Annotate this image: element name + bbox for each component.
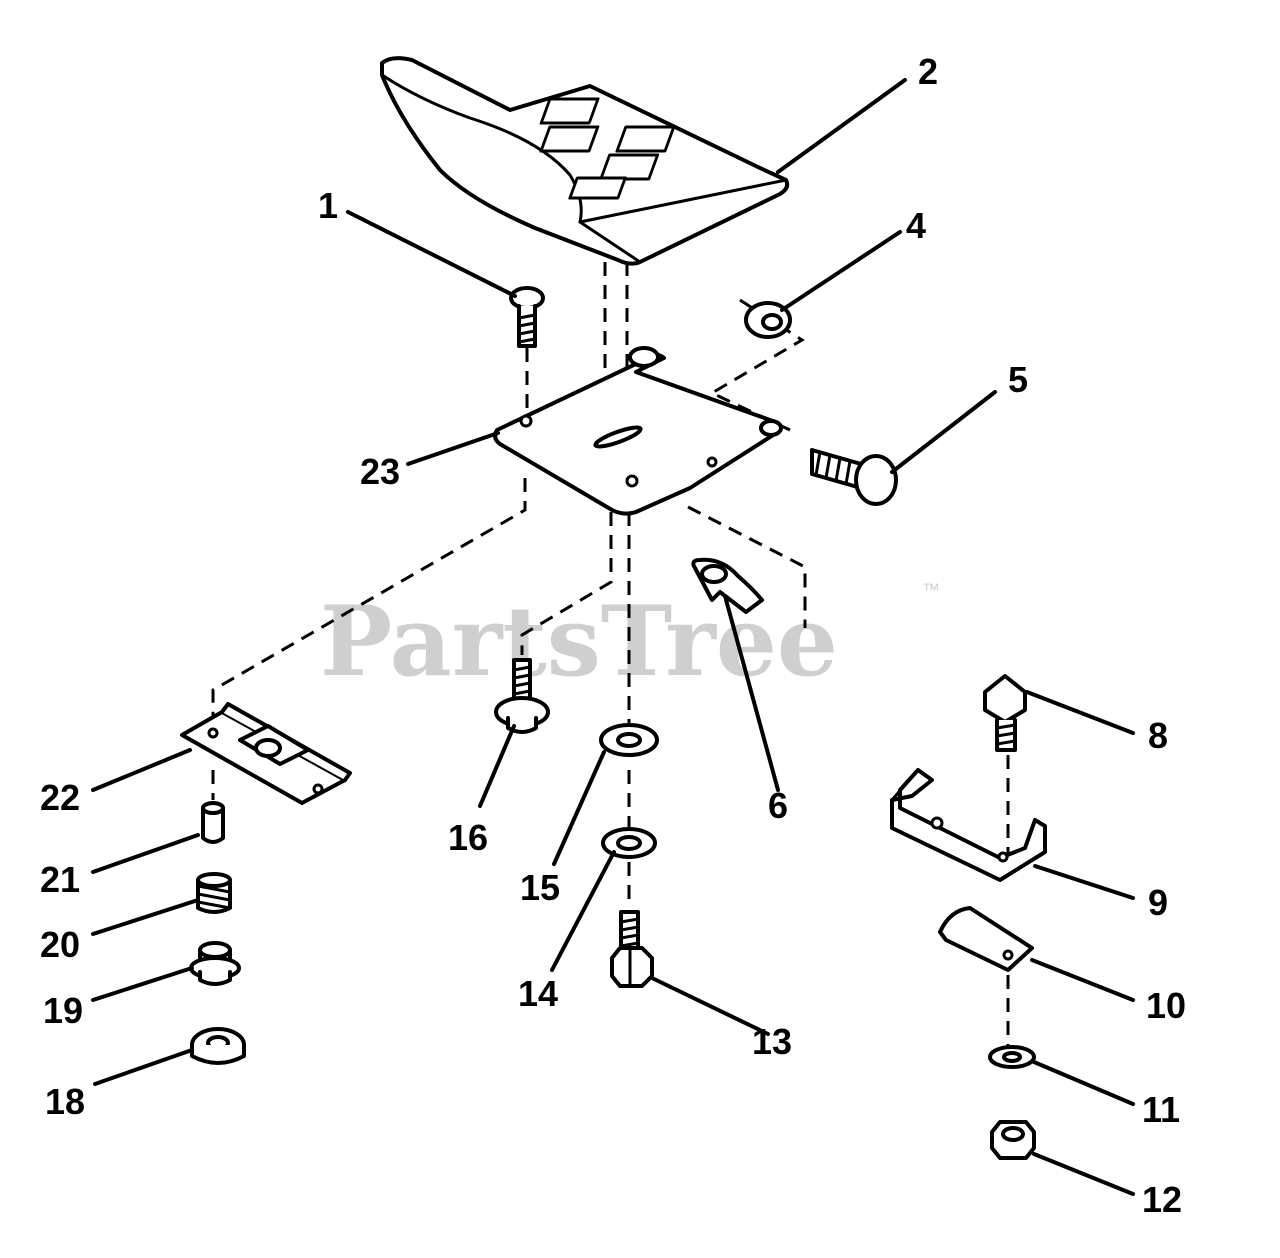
callout-21: 21 — [40, 859, 80, 900]
callout-20: 20 — [40, 924, 80, 965]
hex-bolt-part-5 — [810, 448, 898, 506]
callout-13: 13 — [752, 1021, 792, 1062]
callout-22: 22 — [40, 777, 80, 818]
callout-8: 8 — [1148, 715, 1168, 756]
callout-5: 5 — [1008, 359, 1028, 400]
seat-part-2 — [380, 56, 790, 266]
hex-bolt-part-13 — [610, 910, 654, 988]
callout-11: 11 — [1142, 1089, 1180, 1130]
callout-19: 19 — [43, 990, 83, 1031]
callout-23: 23 — [360, 451, 400, 492]
washer-part-11 — [988, 1045, 1036, 1069]
callout-18: 18 — [45, 1081, 85, 1122]
callout-1: 1 — [318, 185, 338, 226]
callout-labels: 1 2 4 5 23 6 8 9 10 11 12 13 14 15 16 18… — [40, 51, 1186, 1220]
hex-bolt-part-8 — [983, 674, 1027, 752]
clip-plate-part-10 — [938, 906, 1034, 972]
washer-part-15 — [599, 723, 659, 757]
callout-16: 16 — [448, 817, 488, 858]
spring-part-20 — [196, 872, 232, 914]
leader-lines — [91, 78, 1135, 1196]
callout-10: 10 — [1146, 985, 1186, 1026]
bushing-part-19 — [189, 941, 241, 986]
callout-14: 14 — [518, 973, 558, 1014]
nut-part-4 — [744, 301, 792, 339]
callout-12: 12 — [1142, 1179, 1182, 1220]
bracket-part-9 — [890, 768, 1047, 882]
seat-bracket-part-23 — [493, 346, 783, 516]
callout-6: 6 — [768, 785, 788, 826]
lock-nut-part-12 — [990, 1120, 1036, 1160]
callout-4: 4 — [906, 205, 926, 246]
washer-part-14 — [601, 827, 657, 859]
clip-part-6 — [691, 557, 764, 614]
carriage-bolt-part-1 — [509, 286, 545, 348]
flange-nut-part-18 — [190, 1027, 246, 1065]
callout-2: 2 — [918, 51, 938, 92]
slide-plate-part-22 — [180, 702, 352, 805]
callout-9: 9 — [1148, 882, 1168, 923]
watermark-trademark: ™ — [922, 580, 940, 600]
pin-part-21 — [201, 801, 225, 844]
callout-15: 15 — [520, 867, 560, 908]
shoulder-bolt-part-16 — [494, 658, 550, 734]
